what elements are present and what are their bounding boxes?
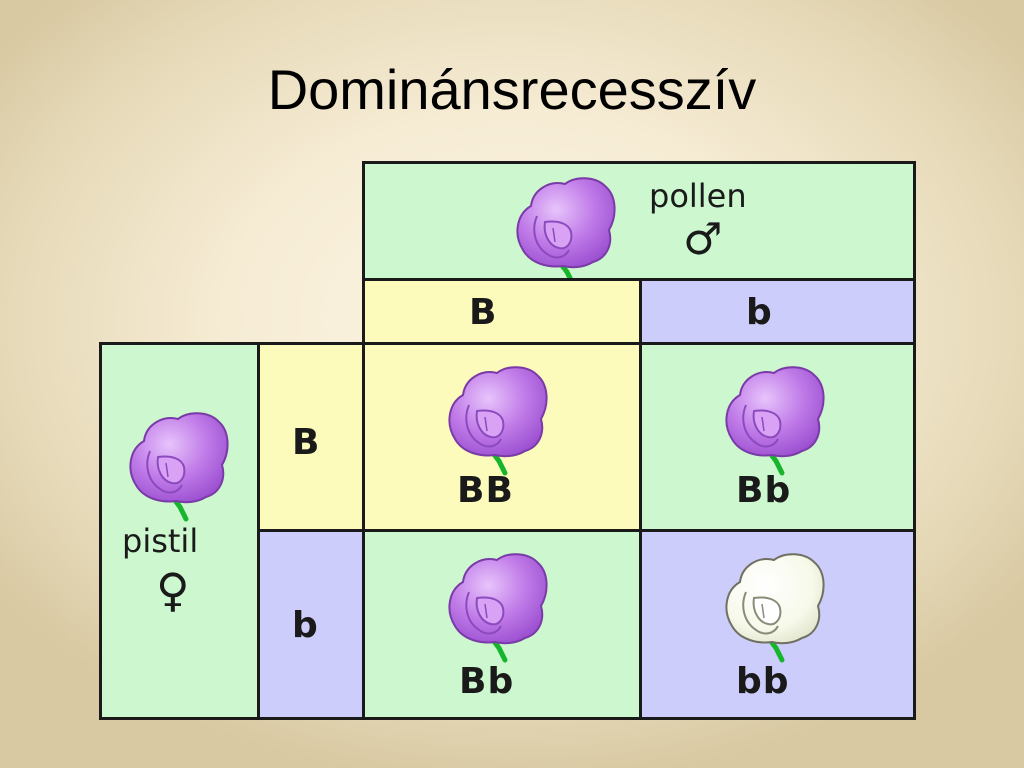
genotype-label: Bb xyxy=(459,661,515,702)
purple-flower-icon xyxy=(122,407,232,523)
pollen-label: pollen xyxy=(649,177,747,215)
purple-flower-icon xyxy=(718,361,828,477)
offspring-cell-Bb-2: Bb xyxy=(362,529,642,720)
row-allele-label: b xyxy=(292,605,318,646)
column-header-recessive: b xyxy=(639,278,916,345)
female-symbol-icon: ♀ xyxy=(156,563,190,617)
pistil-label: pistil xyxy=(122,522,199,560)
purple-flower-icon xyxy=(441,548,551,664)
slide-title: Dominánsrecesszív xyxy=(267,58,757,121)
purple-flower-icon xyxy=(441,361,551,477)
row-allele-label: B xyxy=(292,422,320,463)
row-header-recessive: b xyxy=(257,529,365,720)
column-allele-label: B xyxy=(469,292,497,333)
offspring-cell-Bb-1: Bb xyxy=(639,342,916,532)
genotype-label: BB xyxy=(457,470,514,511)
row-header-dominant: B xyxy=(257,342,365,532)
offspring-cell-BB: BB xyxy=(362,342,642,532)
genotype-label: Bb xyxy=(736,470,792,511)
purple-flower-icon xyxy=(509,172,619,288)
column-header-dominant: B xyxy=(362,278,642,345)
pistil-header: pistil ♀ xyxy=(99,342,260,720)
white-flower-icon xyxy=(718,548,828,664)
column-allele-label: b xyxy=(746,292,772,333)
male-symbol-icon: ♂ xyxy=(683,214,723,265)
pollen-header: pollen ♂ xyxy=(362,161,916,281)
genotype-label: bb xyxy=(736,661,790,702)
offspring-cell-bb: bb xyxy=(639,529,916,720)
